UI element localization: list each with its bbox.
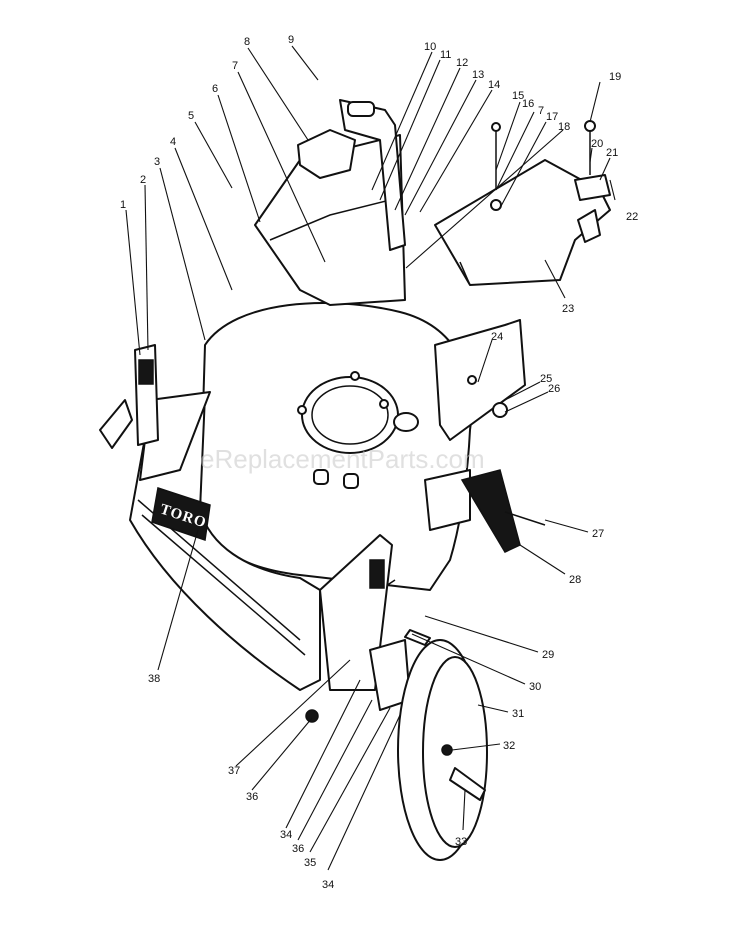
discharge-baffle [460, 469, 546, 553]
callout-labels: 1 2 3 4 5 6 7 8 9 10 11 12 13 14 15 16 7… [120, 34, 638, 891]
callout-32: 32 [503, 740, 515, 752]
callout-1: 1 [120, 199, 126, 211]
callout-22: 22 [626, 211, 638, 223]
callout-33: 33 [455, 836, 467, 848]
callout-10: 10 [424, 41, 436, 53]
callout-14: 14 [488, 79, 500, 91]
front-axle-bracket [305, 534, 411, 723]
callout-17: 17 [546, 111, 558, 123]
callout-36-lower: 36 [246, 791, 258, 803]
callout-28: 28 [569, 574, 581, 586]
callout-34-upper: 34 [280, 829, 292, 841]
callout-19: 19 [609, 71, 621, 83]
front-height-adjuster [99, 344, 159, 449]
axle-bolt [404, 629, 431, 646]
callout-15: 15 [512, 90, 524, 102]
callout-18: 18 [558, 121, 570, 133]
callout-25: 25 [540, 373, 552, 385]
callout-9: 9 [288, 34, 294, 46]
callout-13: 13 [472, 69, 484, 81]
callout-29: 29 [542, 649, 554, 661]
hardware-top-right [490, 120, 611, 243]
mower-deck-housing [129, 302, 473, 691]
callout-7-shroud: 7 [232, 60, 238, 72]
watermark-text: eReplacementParts.com [200, 444, 485, 474]
callout-30: 30 [529, 681, 541, 693]
callout-20: 20 [591, 138, 603, 150]
callout-27: 27 [592, 528, 604, 540]
callout-12: 12 [456, 57, 468, 69]
callout-3: 3 [154, 156, 160, 168]
callout-16: 16 [522, 98, 534, 110]
callout-36-upper: 36 [292, 843, 304, 855]
rear-wheel [397, 639, 488, 861]
callout-5: 5 [188, 110, 194, 122]
callout-7-bolt: 7 [538, 105, 544, 117]
callout-31: 31 [512, 708, 524, 720]
callout-35: 35 [304, 857, 316, 869]
callout-2: 2 [140, 174, 146, 186]
leader-lines [125, 45, 616, 871]
callout-11: 11 [440, 49, 451, 61]
callout-23: 23 [562, 303, 574, 315]
callout-4: 4 [170, 136, 176, 148]
callout-6: 6 [212, 83, 218, 95]
callout-21: 21 [606, 147, 618, 159]
callout-8: 8 [244, 36, 250, 48]
callout-37: 37 [228, 765, 240, 777]
callout-26: 26 [548, 383, 560, 395]
callout-38: 38 [148, 673, 160, 685]
rear-height-adjuster [434, 319, 526, 441]
toro-logo-plate: TORO [151, 487, 211, 542]
callout-24: 24 [491, 331, 503, 343]
handle-bracket-assembly [297, 99, 406, 251]
callout-34-lower: 34 [322, 879, 334, 891]
